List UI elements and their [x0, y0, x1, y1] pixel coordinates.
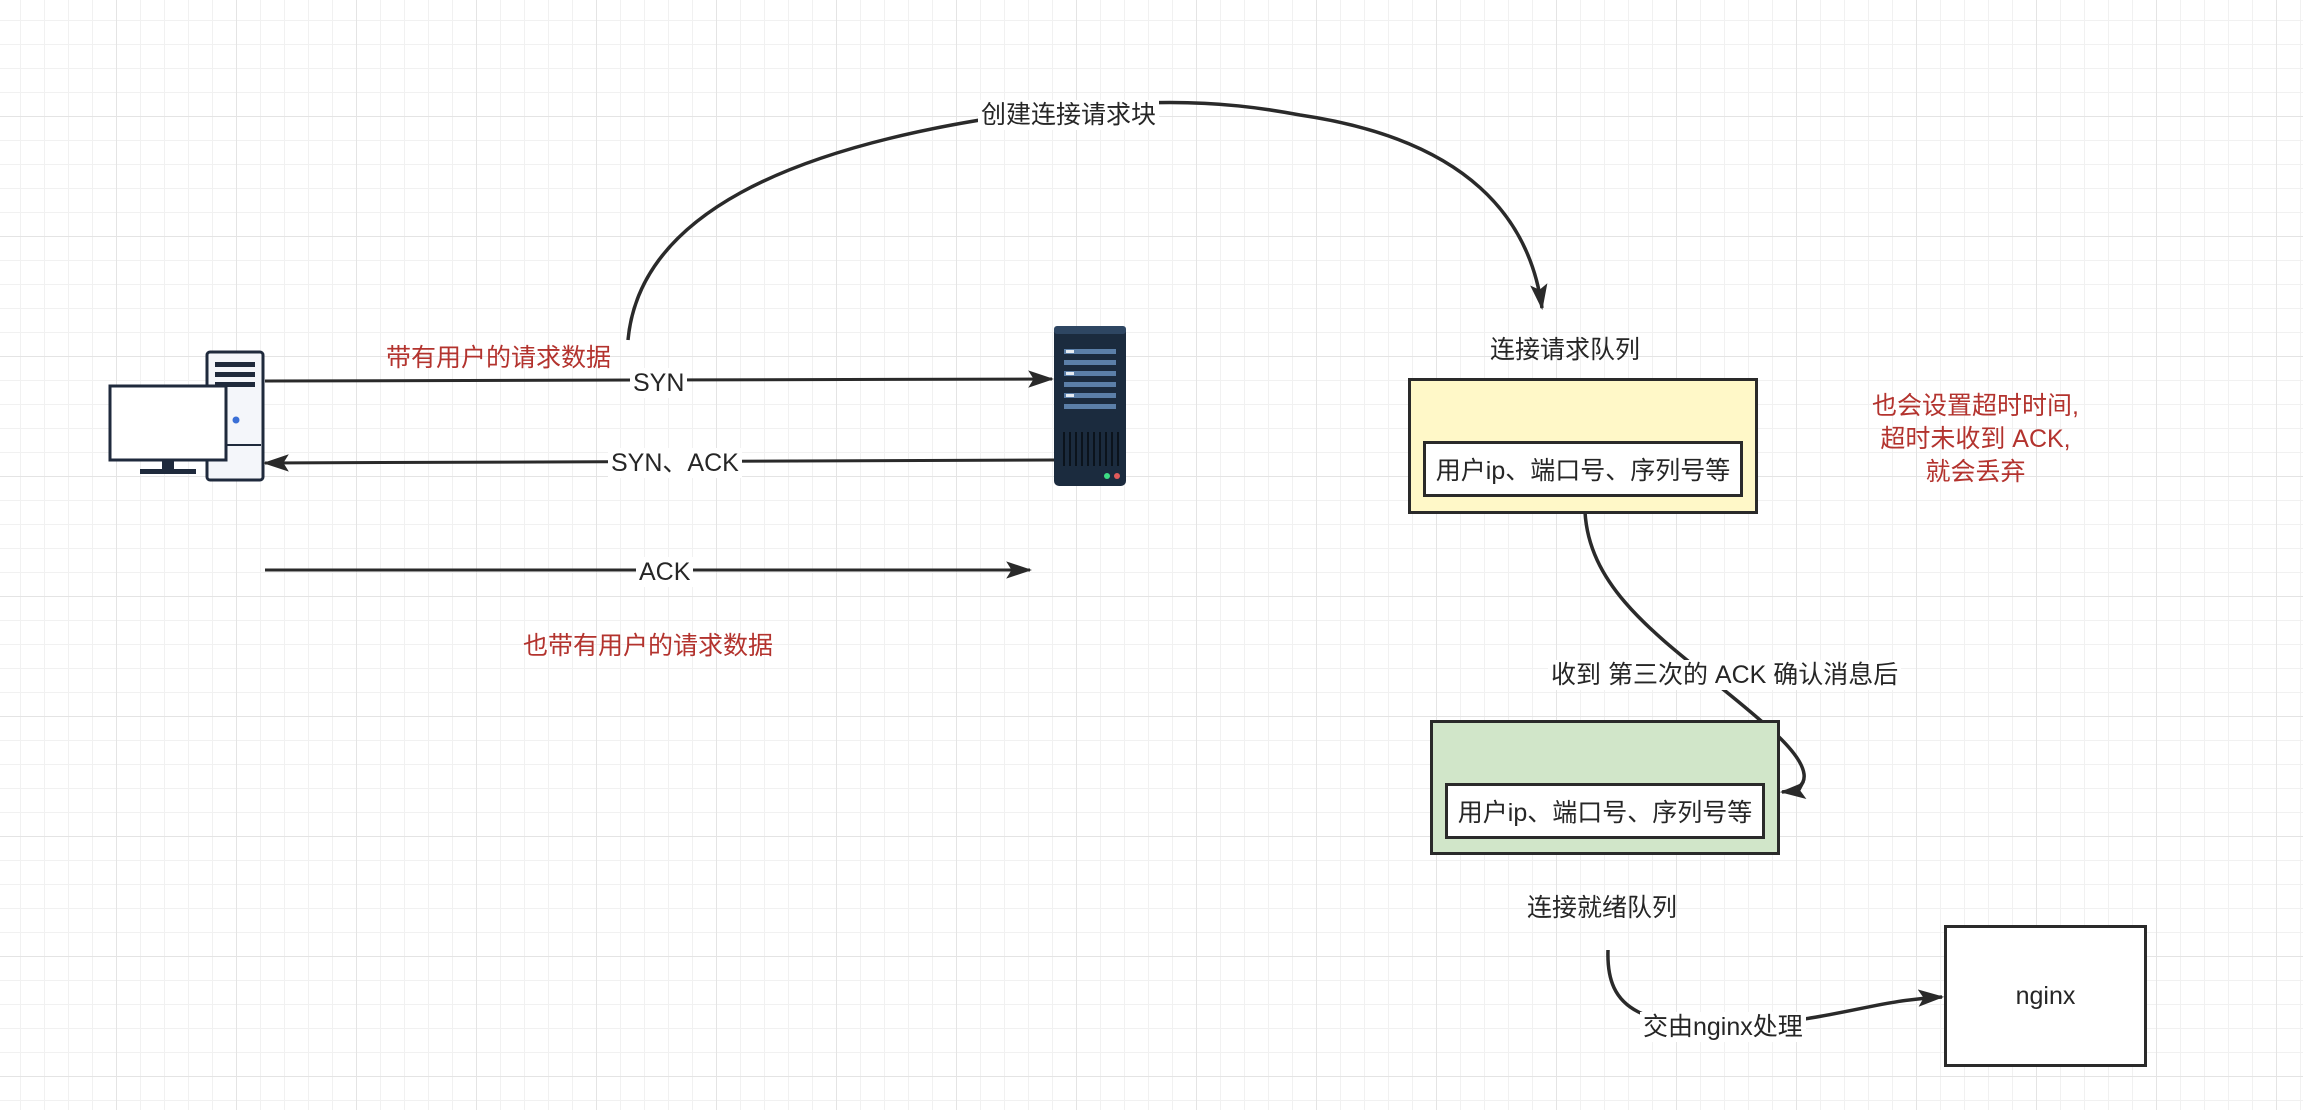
timeout-note: 也会设置超时时间, 超时未收到 ACK, 就会丢弃 — [1872, 390, 2079, 489]
syn-label: SYN — [630, 368, 688, 398]
timeout-note-line-1: 也会设置超时时间, — [1872, 392, 2079, 420]
nginx-box: nginx — [1944, 925, 2147, 1067]
client-note: 带有用户的请求数据 — [386, 344, 612, 372]
server-rack-icon — [1054, 326, 1126, 486]
ready-queue-entry: 用户ip、端口号、序列号等 — [1445, 783, 1765, 839]
third-ack-label: 收到 第三次的 ACK 确认消息后 — [1548, 660, 1902, 690]
curve-label: 创建连接请求块 — [978, 100, 1160, 130]
synack-label: SYN、ACK — [608, 448, 742, 478]
request-queue-entry: 用户ip、端口号、序列号等 — [1423, 441, 1743, 497]
request-queue-title: 连接请求队列 — [1490, 336, 1641, 364]
nginx-label: nginx — [2015, 981, 2076, 1010]
request-queue-box: 用户ip、端口号、序列号等 — [1408, 378, 1758, 514]
ready-queue-title: 连接就绪队列 — [1527, 894, 1678, 922]
desktop-computer-icon — [108, 350, 265, 482]
timeout-note-line-2: 超时未收到 ACK, — [1880, 425, 2071, 453]
ack-label: ACK — [636, 557, 694, 587]
curve-to-request-queue — [626, 100, 1548, 341]
handoff-label: 交由nginx处理 — [1640, 1012, 1806, 1042]
curve-to-ready-queue — [1583, 511, 1807, 799]
timeout-note-line-3: 就会丢弃 — [1925, 458, 2026, 486]
ready-queue-box: 用户ip、端口号、序列号等 — [1430, 720, 1780, 855]
ack-note: 也带有用户的请求数据 — [523, 632, 774, 660]
